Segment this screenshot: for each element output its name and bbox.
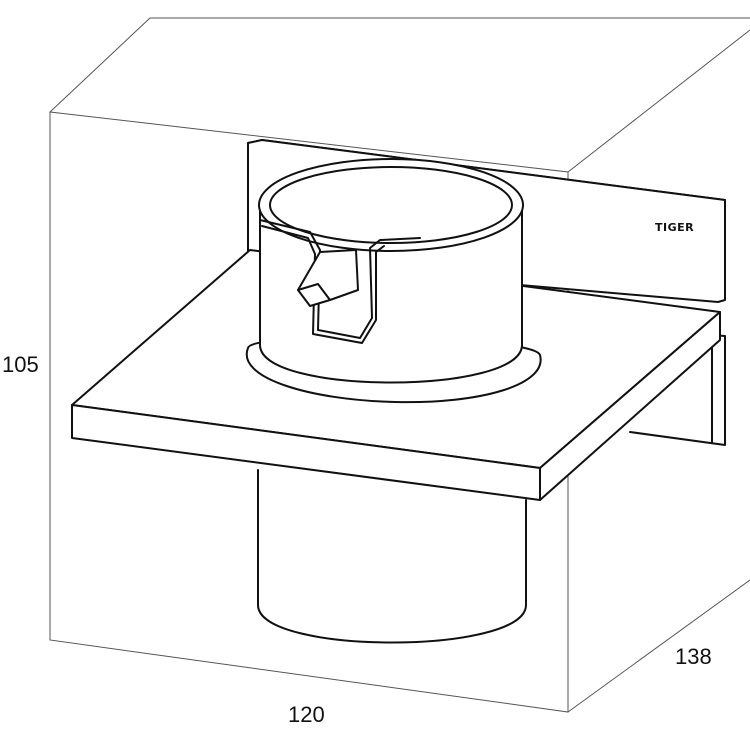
brand-label: TIGER (655, 221, 694, 234)
depth-dimension-label: 138 (675, 644, 712, 669)
wire-holder-loop (259, 219, 421, 339)
lower-cylinder (257, 469, 527, 644)
drain-spout-opening (297, 283, 331, 307)
height-dimension-label: 105 (2, 352, 39, 377)
wire-holder (259, 219, 421, 344)
shelf-side-face (539, 311, 721, 501)
lower-cylinder-body (257, 469, 527, 644)
bounding-box-right-edge (567, 579, 750, 713)
cup-rim-inner (269, 166, 513, 244)
bounding-box (49, 17, 750, 713)
bounding-box-top-edges (49, 17, 750, 173)
upper-cup (258, 158, 524, 384)
width-dimension-label: 120 (288, 702, 325, 727)
wire-holder-loop-inner (261, 225, 385, 344)
